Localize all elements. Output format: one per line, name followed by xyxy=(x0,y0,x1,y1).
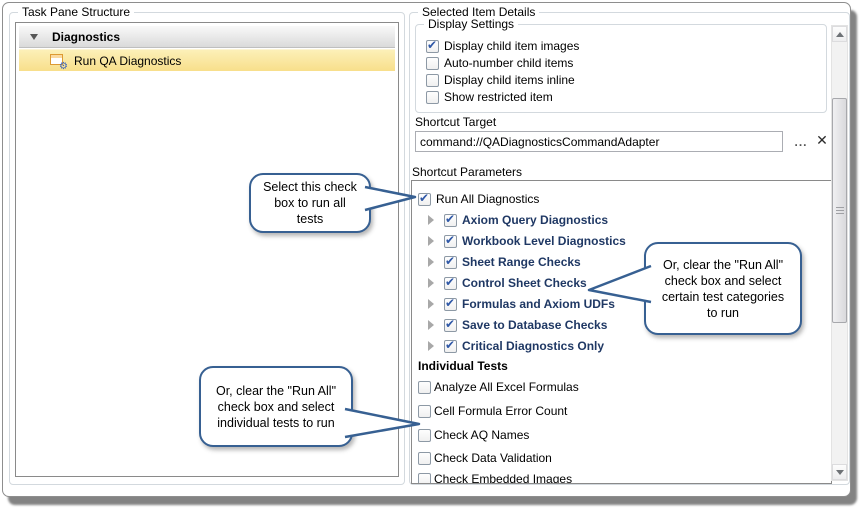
task-pane-editor-window: Task Pane Structure Diagnostics ⚙ Run QA… xyxy=(2,2,851,497)
task-pane-structure-group: Task Pane Structure xyxy=(9,5,405,485)
callout-individual-tests: Or, clear the "Run All" check box and se… xyxy=(199,366,353,447)
category-formulas-and-axiom-udfs[interactable]: Formulas and Axiom UDFs xyxy=(428,296,615,312)
category-label: Formulas and Axiom UDFs xyxy=(462,297,615,311)
checkbox-check-data-validation[interactable]: Check Data Validation xyxy=(418,450,552,466)
checkbox-run-all-diagnostics[interactable]: Run All Diagnostics xyxy=(418,191,539,207)
checkbox-label: Check Data Validation xyxy=(434,451,552,465)
category-save-to-database-checks[interactable]: Save to Database Checks xyxy=(428,317,607,333)
scroll-down-button[interactable] xyxy=(832,464,847,480)
category-critical-diagnostics-only[interactable]: Critical Diagnostics Only xyxy=(428,338,604,354)
checkbox-icon[interactable] xyxy=(418,472,431,483)
checkbox-icon[interactable] xyxy=(426,56,439,70)
shortcut-target-label: Shortcut Target xyxy=(415,115,497,129)
callout-certain-test-categories: Or, clear the "Run All" check box and se… xyxy=(644,242,802,335)
expand-collapse-icon[interactable] xyxy=(30,33,38,40)
checkbox-icon[interactable] xyxy=(444,317,457,332)
category-label: Workbook Level Diagnostics xyxy=(462,234,626,248)
selected-item-details-group: Selected Item Details xyxy=(409,5,850,485)
checkbox-icon[interactable] xyxy=(444,275,457,290)
checkbox-icon[interactable] xyxy=(444,233,457,248)
checkbox-icon[interactable] xyxy=(444,296,457,311)
display-settings-group: Display Settings Display child item imag… xyxy=(415,17,827,113)
selected-item-details-title: Selected Item Details xyxy=(418,5,540,19)
category-workbook-level-diagnostics[interactable]: Workbook Level Diagnostics xyxy=(428,233,626,249)
category-label: Sheet Range Checks xyxy=(462,255,581,269)
category-sheet-range-checks[interactable]: Sheet Range Checks xyxy=(428,254,581,270)
shortcut-parameters-label: Shortcut Parameters xyxy=(412,165,523,179)
checkbox-label: Cell Formula Error Count xyxy=(434,404,568,418)
checkbox-show-restricted-item[interactable]: Show restricted item xyxy=(426,89,553,105)
checkbox-analyze-all-excel-formulas[interactable]: Analyze All Excel Formulas xyxy=(418,379,579,395)
category-axiom-query-diagnostics[interactable]: Axiom Query Diagnostics xyxy=(428,212,608,228)
checkbox-label: Auto-number child items xyxy=(444,56,574,70)
chevron-right-icon[interactable] xyxy=(428,278,434,288)
checkbox-cell-formula-error-count[interactable]: Cell Formula Error Count xyxy=(418,403,567,419)
checkbox-icon[interactable] xyxy=(418,191,431,206)
checkbox-auto-number-child-items[interactable]: Auto-number child items xyxy=(426,55,573,71)
category-label: Save to Database Checks xyxy=(462,318,608,332)
shortcut-gear-icon: ⚙ xyxy=(50,53,68,71)
category-label: Axiom Query Diagnostics xyxy=(462,213,609,227)
checkbox-icon[interactable] xyxy=(418,451,431,465)
vertical-scrollbar[interactable] xyxy=(831,25,848,481)
callout-run-all-tests: Select this check box to run all tests xyxy=(249,173,371,233)
checkbox-label: Run All Diagnostics xyxy=(436,192,540,206)
tree-selected-label: Run QA Diagnostics xyxy=(74,53,182,68)
checkbox-display-child-items-inline[interactable]: Display child items inline xyxy=(426,72,575,88)
chevron-right-icon[interactable] xyxy=(428,215,434,225)
checkbox-icon[interactable] xyxy=(418,404,431,418)
task-pane-structure-title: Task Pane Structure xyxy=(18,5,135,19)
chevron-right-icon[interactable] xyxy=(428,299,434,309)
arrow-up-icon xyxy=(835,31,844,37)
checkbox-icon[interactable] xyxy=(426,90,439,104)
tree-node-diagnostics[interactable]: Diagnostics xyxy=(19,26,395,48)
checkbox-label: Show restricted item xyxy=(444,90,553,104)
chevron-right-icon[interactable] xyxy=(428,320,434,330)
category-label: Critical Diagnostics Only xyxy=(462,339,605,353)
checkbox-icon[interactable] xyxy=(418,380,431,394)
browse-ellipsis-button[interactable]: ... xyxy=(794,135,808,149)
shortcut-parameters-list: Run All Diagnostics Axiom Query Diagnost… xyxy=(411,180,832,484)
arrow-down-icon xyxy=(835,469,844,475)
scrollbar-grip-icon xyxy=(836,206,844,214)
checkbox-icon[interactable] xyxy=(418,428,431,442)
clear-target-button[interactable]: ✕ xyxy=(816,132,828,148)
chevron-right-icon[interactable] xyxy=(428,236,434,246)
checkbox-label: Analyze All Excel Formulas xyxy=(434,380,579,394)
chevron-right-icon[interactable] xyxy=(428,257,434,267)
chevron-right-icon[interactable] xyxy=(428,341,434,351)
display-settings-title: Display Settings xyxy=(424,17,519,31)
scrollbar-thumb[interactable] xyxy=(832,98,847,323)
checkbox-icon[interactable] xyxy=(444,338,457,353)
category-control-sheet-checks[interactable]: Control Sheet Checks xyxy=(428,275,587,291)
checkbox-label: Display child items inline xyxy=(444,73,575,87)
individual-tests-header: Individual Tests xyxy=(418,359,508,373)
scroll-up-button[interactable] xyxy=(832,26,847,42)
category-label: Control Sheet Checks xyxy=(462,276,587,290)
checkbox-check-embedded-images[interactable]: Check Embedded Images xyxy=(418,471,573,484)
checkbox-icon[interactable] xyxy=(444,212,457,227)
checkbox-icon[interactable] xyxy=(444,254,457,269)
checkbox-display-child-item-images[interactable]: Display child item images xyxy=(426,38,579,54)
checkbox-check-aq-names[interactable]: Check AQ Names xyxy=(418,427,529,443)
checkbox-label: Check Embedded Images xyxy=(434,472,573,484)
checkbox-label: Check AQ Names xyxy=(434,428,530,442)
checkbox-label: Display child item images xyxy=(444,39,580,53)
checkbox-icon[interactable] xyxy=(426,73,439,87)
checkbox-icon[interactable] xyxy=(426,38,439,53)
shortcut-target-input[interactable] xyxy=(415,131,783,152)
tree-item-run-qa-diagnostics[interactable]: ⚙ Run QA Diagnostics xyxy=(19,49,395,71)
tree-root-label: Diagnostics xyxy=(52,29,121,44)
